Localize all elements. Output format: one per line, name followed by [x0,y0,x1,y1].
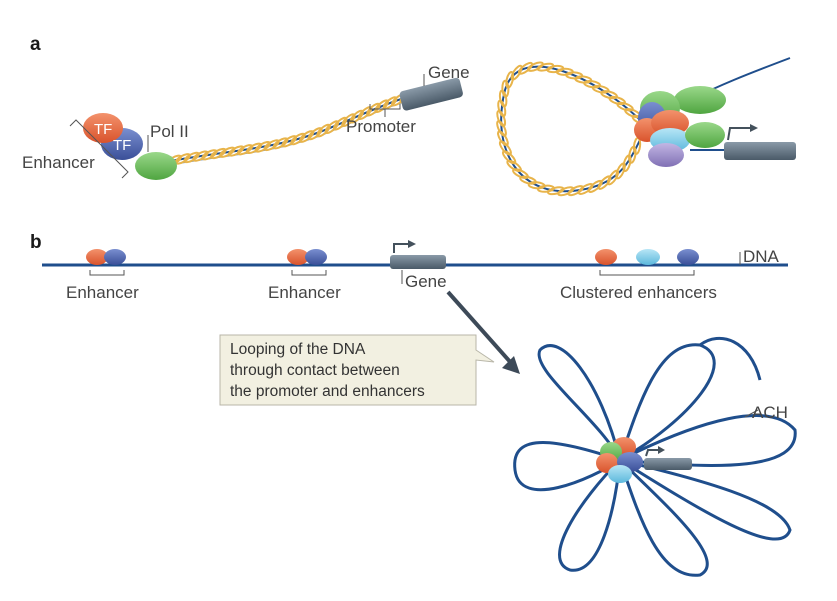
clustered-enhancers-label: Clustered enhancers [560,283,717,302]
panel-a-looped-complex [634,86,726,167]
panel-b-gene-block [390,255,446,269]
transcription-arrow-b [393,243,410,253]
transcription-arrow-a [727,127,750,141]
panel-b-gene-label: Gene [405,272,447,291]
pol2-blob [135,152,177,180]
dna-label: DNA [743,247,780,266]
chromatin-hub-loops [513,336,797,577]
callout-line-2: through contact between [230,362,400,379]
panel-a-promoter-label: Promoter [346,117,416,136]
looping-arrow [446,290,514,366]
pol2-blob-right [674,86,726,114]
enhancer-2-label: Enhancer [268,283,341,302]
callout-box: Looping of the DNA through contact betwe… [219,334,495,406]
enhancer-1-label: Enhancer [66,283,139,302]
tf-label-1: TF [94,121,112,138]
ach-label: ACH [752,403,788,422]
panel-a-enhancer-label: Enhancer [22,153,95,172]
clustered-enhancers [595,249,699,265]
enhancer-bracket [69,119,129,179]
tf-label-2: TF [113,137,131,154]
callout-line-3: the promoter and enhancers [230,383,425,400]
transcription-arrow-hub [645,449,660,457]
panel-a-label: a [30,34,41,55]
hub-gene-block [644,458,692,470]
chromatin-hub-complex [596,437,643,483]
panel-a-gene-block-right [724,142,796,160]
panel-a-gene-block [399,77,463,111]
panel-a-pol2-label: Pol II [150,122,189,141]
enhancer-2 [287,249,327,265]
panel-b-label: b [30,232,42,253]
panel-a-gene-label: Gene [428,63,470,82]
callout-line-1: Looping of the DNA [230,341,366,358]
panel-a-enhancer-complex: TF TF [83,113,177,180]
enhancer-1 [86,249,126,265]
tf-orange-blob [83,113,123,143]
